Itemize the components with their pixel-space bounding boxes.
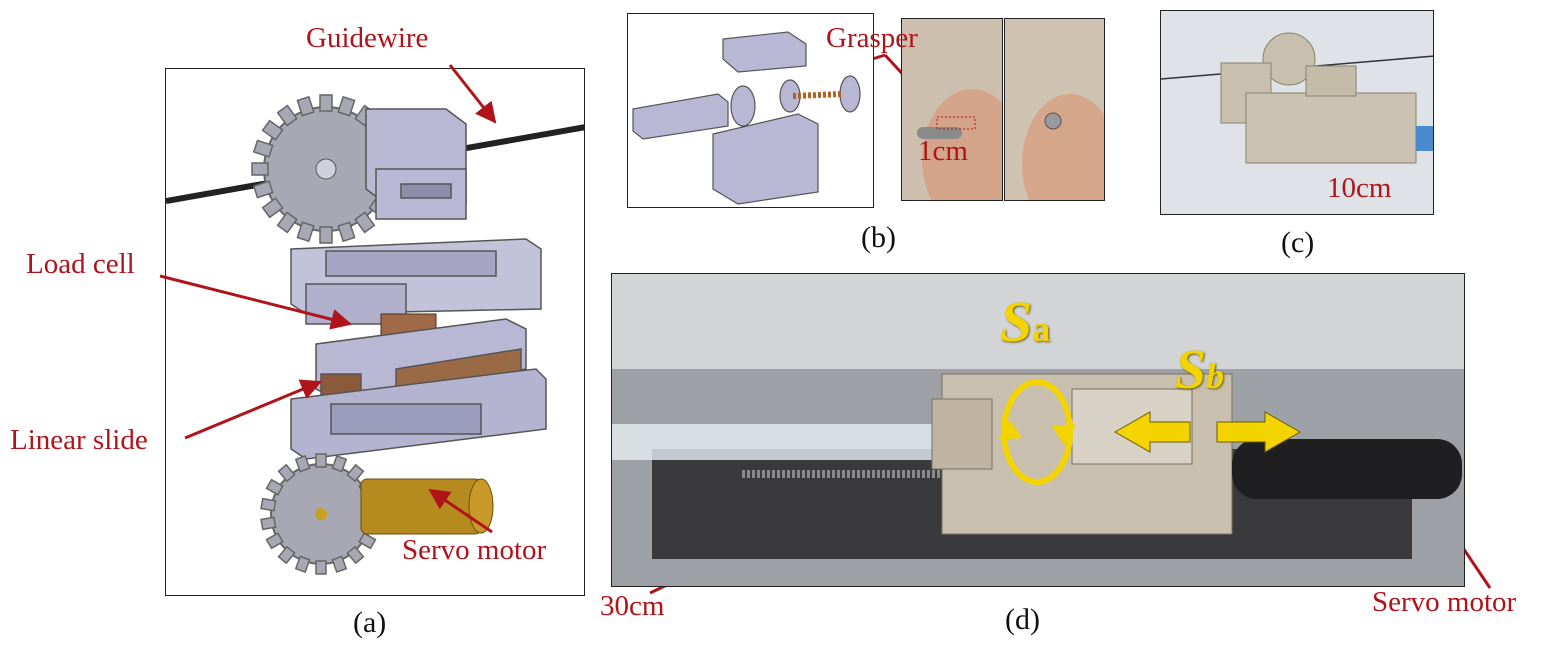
panel-d-motion-symbols [998, 379, 1302, 485]
panel-b-photo-2 [1004, 18, 1105, 201]
load-cell-arrow [159, 274, 353, 330]
scale-10cm-label: 10cm [1327, 172, 1392, 204]
translation-arrow-left [1113, 411, 1191, 453]
scale-1cm-label: 1cm [918, 135, 968, 167]
translation-arrow-right [1216, 411, 1302, 453]
servo-motor-a-label: Servo motor [402, 534, 547, 566]
panel-c-photo [1160, 10, 1434, 215]
panel-b-photo-1 [901, 18, 1003, 201]
guidewire-arrow [448, 64, 497, 124]
grasper-shaft [632, 93, 729, 140]
sa-main: S [1000, 289, 1033, 354]
linear-slide-label: Linear slide [10, 424, 148, 456]
guidewire-label: Guidewire [306, 22, 429, 54]
panel-c-gear [1262, 32, 1316, 86]
grasper-spring [792, 91, 844, 99]
load-cell-label: Load cell [26, 248, 135, 280]
linear-slide-arrow [184, 379, 322, 440]
grasper-top-cap [722, 31, 807, 73]
sa-sub: a [1032, 309, 1051, 349]
panel-a-cad-assembly [166, 94, 584, 575]
panel-b-grasper-cad [632, 31, 861, 205]
servo-motor-a-arrow [428, 488, 493, 534]
caption-b: (b) [861, 221, 896, 254]
panel-d-tube [612, 424, 942, 460]
caption-d: (d) [1005, 603, 1040, 636]
panel-b-cad-frame [627, 13, 874, 208]
panel-d-photo [611, 273, 1465, 587]
servo-motor-d-label: Servo motor [1372, 586, 1517, 618]
grasper-ring-2 [779, 79, 801, 113]
grasper-end-photo [1044, 112, 1062, 130]
sa-symbol: Sa [1000, 288, 1050, 355]
grasper-ring-1 [730, 85, 756, 127]
grasper-base-block [712, 113, 819, 205]
rotation-arrow-head-1 [998, 420, 1022, 440]
caption-a: (a) [353, 606, 387, 639]
base-frame [290, 368, 547, 460]
grasper-label: Grasper [826, 22, 918, 54]
caption-c: (c) [1281, 226, 1315, 259]
sb-main: S [1175, 339, 1207, 401]
panel-d-servo [1232, 439, 1462, 499]
panel-a-frame [165, 68, 585, 596]
panel-d-device-photo [612, 274, 1464, 586]
sb-sub: b [1206, 356, 1225, 396]
panel-c-device-photo [1161, 32, 1433, 164]
grasper-tip-photo [917, 127, 962, 139]
rotation-arrow-head-2 [1052, 424, 1076, 445]
sb-symbol: Sb [1175, 338, 1224, 402]
upper-housing [365, 108, 467, 220]
scale-30cm-label: 30cm [600, 590, 665, 622]
